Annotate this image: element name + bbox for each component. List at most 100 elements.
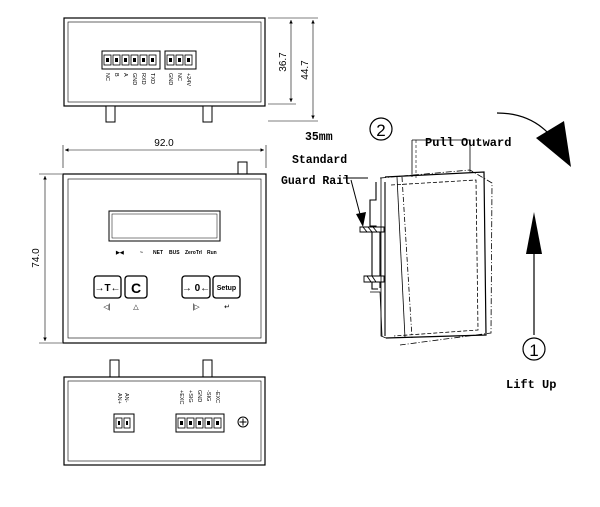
power-terminal-screw xyxy=(187,58,190,62)
dimension-44-7: 44.7 xyxy=(300,60,311,80)
serial-terminal-screw xyxy=(151,58,154,62)
rail-label-line3: Guard Rail xyxy=(281,175,350,188)
left-arrow-icon: ◁| xyxy=(103,304,110,311)
lcd-display-window xyxy=(111,213,218,239)
device-side-outline xyxy=(370,139,493,346)
enter-icon: ↵ xyxy=(224,304,230,311)
front-panel-bezel xyxy=(67,178,262,339)
step-1-number: 1 xyxy=(529,341,538,360)
analog-terminal-labels: AN+AN- xyxy=(116,393,129,404)
front-panel-body xyxy=(62,173,267,344)
serial-terminal-label: B xyxy=(113,73,119,77)
serial-terminal-label: RXD xyxy=(140,73,146,85)
status-indicators: ▶◀ ~ NET BUS ZeroTrl Run xyxy=(115,250,217,256)
power-terminal-label: +24V xyxy=(185,73,191,86)
loadcell-terminal-screw xyxy=(189,421,192,425)
front-height-dimension-lines xyxy=(39,173,62,344)
loadcell-terminal-label: GND xyxy=(196,390,202,402)
top-view-foot-left xyxy=(105,105,116,123)
serial-terminal-screw xyxy=(142,58,145,62)
loadcell-terminal-screw xyxy=(207,421,210,425)
power-terminal-screw xyxy=(169,58,172,62)
ground-screw-icon xyxy=(237,416,249,428)
analog-terminal-label: AN- xyxy=(123,393,129,403)
bottom-view-foot-right xyxy=(202,359,213,378)
power-terminal-label: NC xyxy=(176,73,182,81)
rail-label-line1: 35mm xyxy=(305,131,333,144)
serial-terminal-screw xyxy=(106,58,109,62)
top-connector-knob xyxy=(237,161,248,175)
serial-terminal-screw xyxy=(115,58,118,62)
rail-leader-arrow xyxy=(343,177,368,227)
indicator-net: NET xyxy=(153,250,163,256)
loadcell-terminal-label: +EXC xyxy=(178,390,184,405)
serial-terminal-label: TXD xyxy=(149,73,155,84)
bottom-view-body xyxy=(63,376,266,466)
side-view-mounting: 2 1 Pull Outward Lift Up 35mm Standard G… xyxy=(281,112,571,392)
clear-key-label: C xyxy=(131,280,141,296)
right-arrow-icon: |▷ xyxy=(192,304,200,311)
step-2-circle xyxy=(369,117,393,141)
loadcell-terminal-block xyxy=(175,413,225,433)
power-terminal-block xyxy=(164,50,197,70)
up-arrow-icon: △ xyxy=(133,304,139,311)
rail-clip xyxy=(359,226,385,283)
rail-label-line2: Standard xyxy=(292,154,347,167)
serial-terminal-label: GND xyxy=(131,73,137,85)
loadcell-terminal-label: -EXC xyxy=(214,390,220,403)
din-rail xyxy=(369,182,386,336)
serial-terminal-label: NC xyxy=(104,73,110,81)
dimension-92-0: 92.0 xyxy=(154,138,174,149)
pull-outward-label: Pull Outward xyxy=(425,136,511,150)
lcd-display xyxy=(108,210,221,242)
loadcell-terminal-screw xyxy=(198,421,201,425)
lift-up-arrow xyxy=(526,212,542,335)
indicator-tilde: ~ xyxy=(140,250,143,256)
analog-terminal-screw xyxy=(126,421,128,425)
analog-terminal-block xyxy=(113,413,135,433)
step-1-circle xyxy=(522,337,546,361)
zero-key[interactable]: → 0← xyxy=(181,275,211,299)
indicator-stable: ▶◀ xyxy=(115,250,124,256)
clear-key[interactable]: C xyxy=(124,275,148,299)
dimension-36-7: 36.7 xyxy=(278,52,289,72)
loadcell-terminal-label: +SIG xyxy=(187,390,193,403)
front-view: 92.0 74.0 ▶◀ ~ NET BUS ZeroTrl Run xyxy=(31,138,267,344)
analog-terminal-screw xyxy=(118,421,120,425)
dimension-74-0: 74.0 xyxy=(31,248,42,268)
front-width-dimension-lines xyxy=(62,145,267,168)
zero-key-label: → 0← xyxy=(182,283,210,294)
top-view-dimension-lines xyxy=(268,17,318,122)
indicator-run: Run xyxy=(207,250,217,256)
serial-terminal-screw xyxy=(133,58,136,62)
analog-terminal-label: AN+ xyxy=(116,393,122,404)
bottom-view-inner-edge xyxy=(67,380,262,462)
loadcell-terminal-label: -SIG xyxy=(205,390,211,401)
step-2-number: 2 xyxy=(376,121,385,140)
top-view-foot-right xyxy=(202,105,213,123)
top-view-inner-edge xyxy=(67,21,262,103)
tare-key-label: →T← xyxy=(94,283,120,294)
indicator-bus: BUS xyxy=(169,250,180,256)
loadcell-terminal-screw xyxy=(216,421,219,425)
serial-terminal-label: A xyxy=(122,73,128,77)
setup-key[interactable]: Setup xyxy=(212,275,241,299)
power-terminal-label: GND xyxy=(167,73,173,85)
setup-key-label: Setup xyxy=(217,285,236,292)
pull-outward-arrow xyxy=(496,112,571,167)
lift-up-label: Lift Up xyxy=(506,378,556,392)
tare-key[interactable]: →T← xyxy=(93,275,122,299)
key-sub-symbols: ◁| △ |▷ ↵ xyxy=(103,304,230,311)
serial-terminal-screw xyxy=(124,58,127,62)
loadcell-terminal-screw xyxy=(180,421,183,425)
indicator-zero-trl: ZeroTrl xyxy=(185,250,203,256)
bottom-view-foot-left xyxy=(109,359,120,378)
power-terminal-screw xyxy=(178,58,181,62)
serial-terminal-block xyxy=(101,50,161,70)
